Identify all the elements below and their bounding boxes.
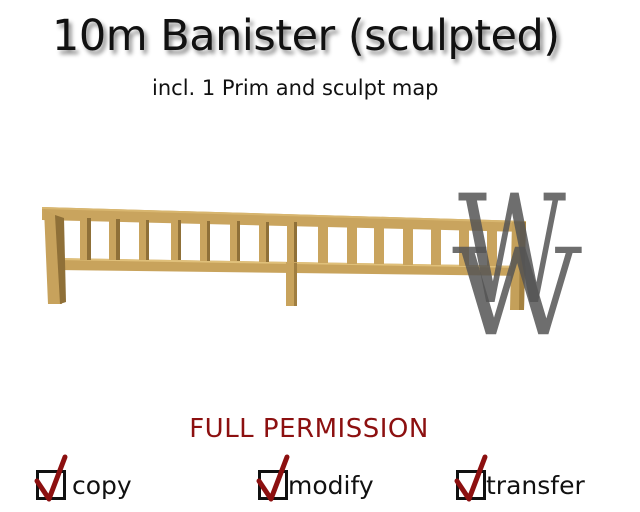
modify-checkbox [256,454,290,502]
checkmark-icon [34,454,68,502]
svg-text:W: W [458,164,566,338]
copy-checkbox [34,454,68,502]
permission-modify: modify [256,454,374,504]
product-title: 10m Banister (sculpted) [52,11,560,61]
permission-heading: FULL PERMISSION [189,414,429,444]
permission-transfer: transfer [454,454,585,504]
permission-copy: copy [34,454,132,504]
transfer-label: transfer [486,471,585,500]
watermark-logo-icon: W W [452,164,582,363]
checkmark-icon [454,454,488,502]
modify-label: modify [288,471,374,500]
product-subtitle: incl. 1 Prim and sculpt map [152,76,439,100]
svg-text:W: W [452,224,582,363]
copy-label: copy [72,471,132,500]
checkmark-icon [256,454,290,502]
banister-product-image: W W [42,164,582,363]
banister-railing [42,207,526,310]
transfer-checkbox [454,454,488,502]
